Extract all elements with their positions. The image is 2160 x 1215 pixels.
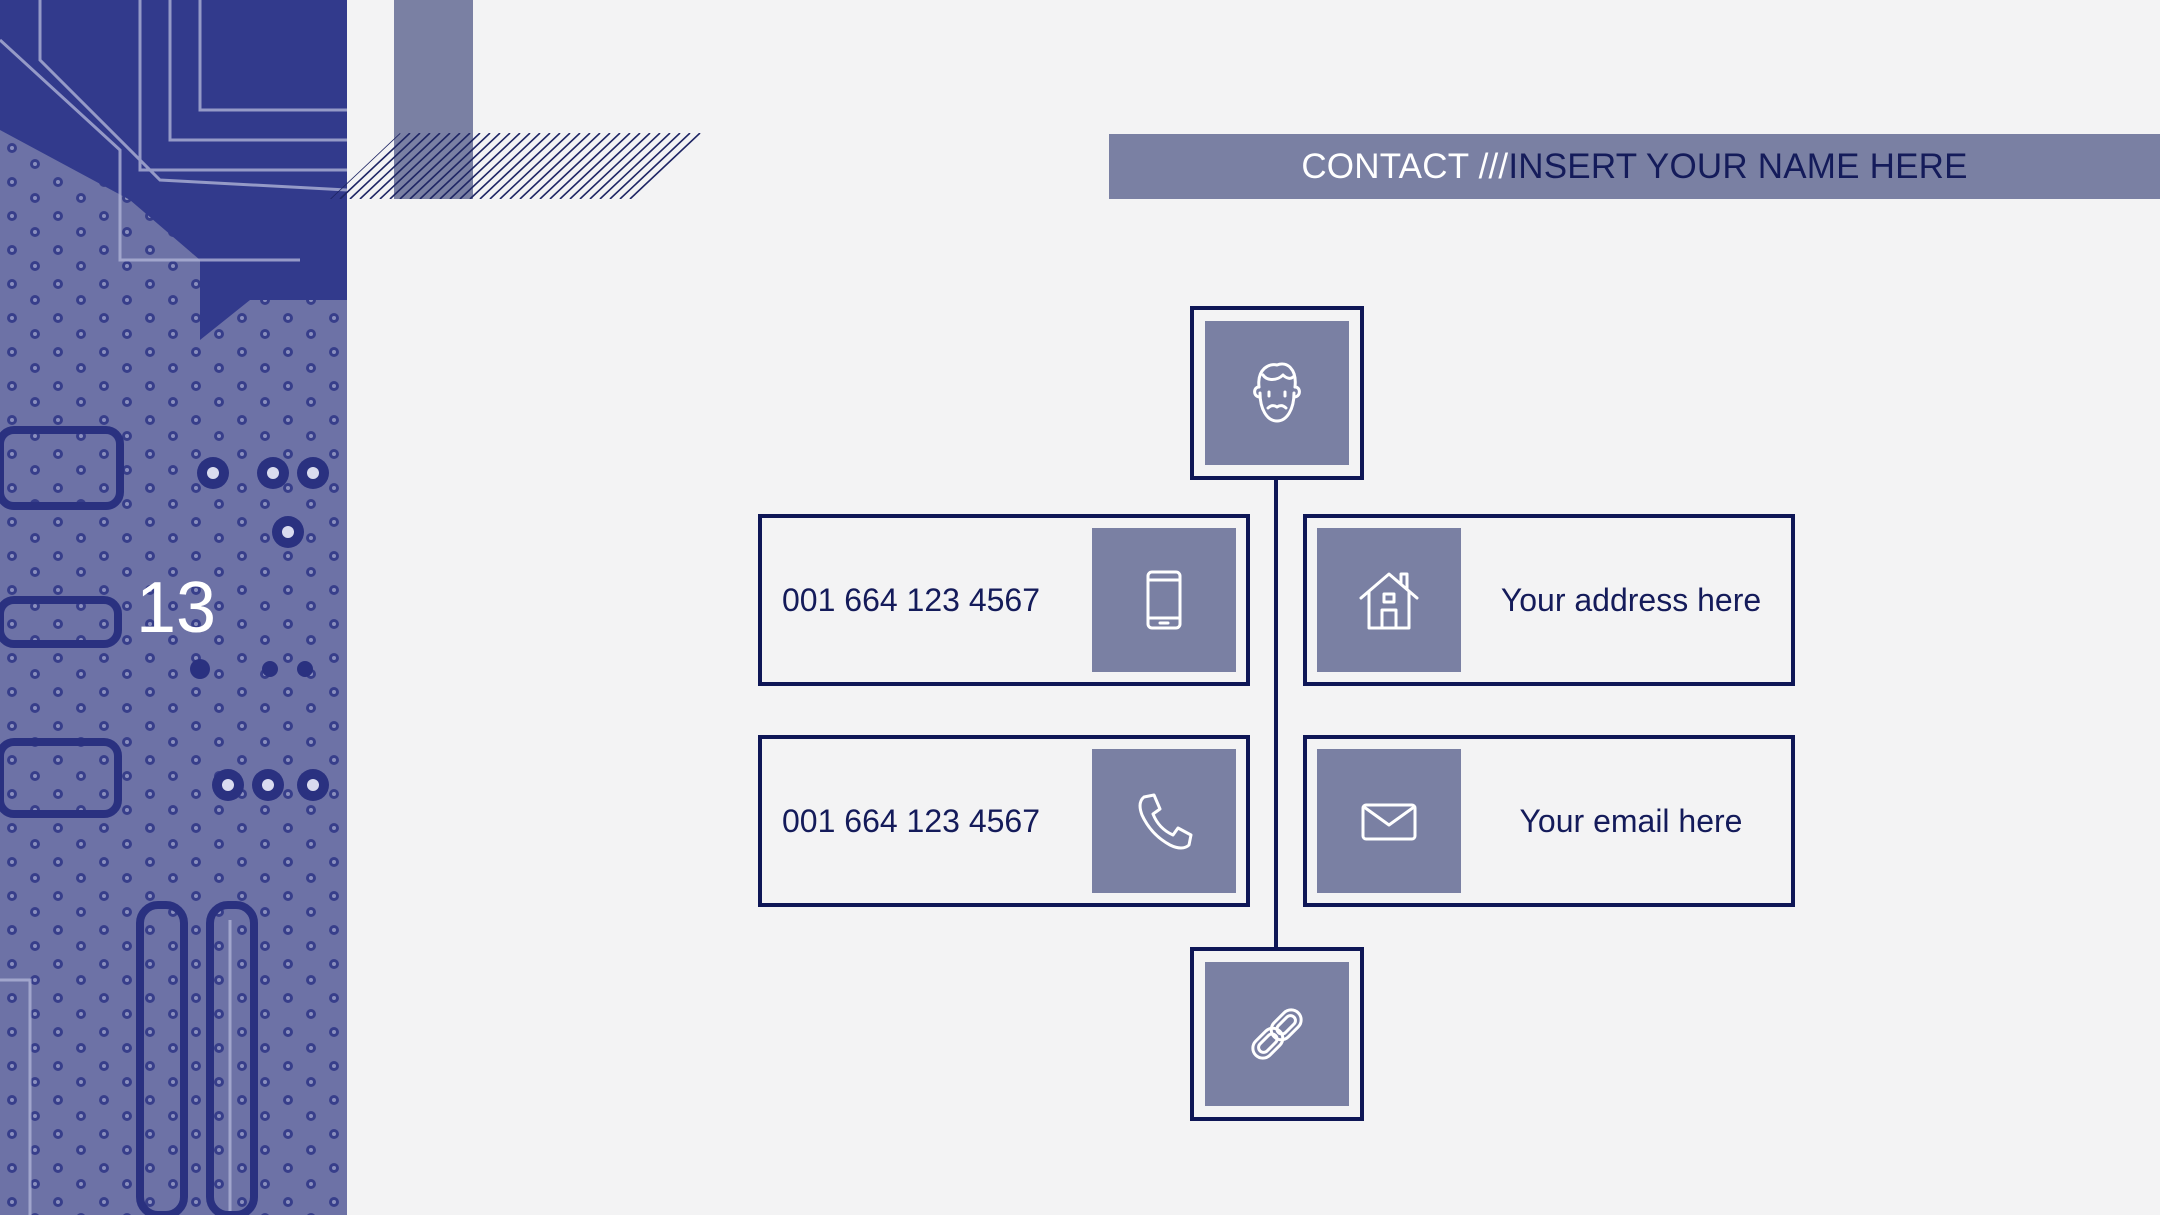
smartphone-icon <box>1146 570 1182 630</box>
banner-name-placeholder: INSERT YOUR NAME HERE <box>1508 146 1968 186</box>
phone-handset-icon <box>1138 793 1193 850</box>
address-card: Your address here <box>1303 514 1795 686</box>
envelope-icon <box>1361 803 1417 841</box>
email-card: Your email here <box>1303 735 1795 907</box>
address-text: Your address here <box>1500 581 1762 618</box>
landline-phone-card: 001 664 123 4567 <box>758 735 1250 907</box>
person-icon-box <box>1190 306 1364 480</box>
landline-phone-number: 001 664 123 4567 <box>781 802 1041 839</box>
page-number: 13 <box>136 568 217 648</box>
chain-link-icon <box>1251 1008 1303 1060</box>
decorative-bar <box>394 0 473 199</box>
banner-contact-label: CONTACT /// <box>1301 146 1509 186</box>
mobile-phone-card: 001 664 123 4567 <box>758 514 1250 686</box>
mobile-phone-number: 001 664 123 4567 <box>781 581 1041 618</box>
bearded-person-icon <box>1253 362 1301 423</box>
email-text: Your email here <box>1519 802 1743 839</box>
link-icon-box <box>1190 947 1364 1121</box>
circuit-board-image <box>0 0 347 1215</box>
house-icon <box>1359 572 1419 630</box>
connector-line <box>1274 459 1278 962</box>
decorative-hatching <box>330 133 702 199</box>
title-banner: CONTACT /// INSERT YOUR NAME HERE <box>1109 134 2160 199</box>
